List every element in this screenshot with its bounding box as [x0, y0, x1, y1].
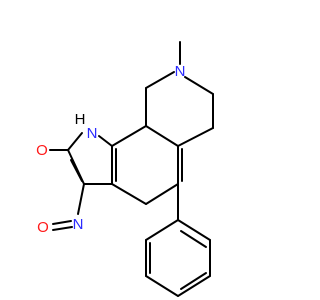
bond [98, 135, 113, 147]
bond [184, 76, 214, 95]
atom-nh-h: H [75, 111, 86, 128]
bond [145, 71, 175, 89]
bond [111, 125, 147, 147]
bond-double [70, 159, 83, 182]
bond [77, 183, 85, 215]
bond [111, 183, 147, 205]
bond [177, 275, 211, 297]
bond [145, 125, 179, 147]
bond-double [180, 272, 207, 290]
bond-double [52, 226, 73, 231]
atom-ring-n: N [175, 63, 186, 80]
bond-layer [49, 41, 214, 297]
atom-nitroso-o: O [37, 219, 49, 236]
bond [177, 219, 211, 241]
molecule-structure: H N O N N O [36, 41, 214, 297]
atom-oh-o: O [36, 142, 48, 159]
bond [145, 183, 179, 205]
bond [52, 220, 72, 225]
bond [67, 132, 83, 151]
atom-nitroso-n: N [73, 216, 84, 233]
bond [145, 275, 179, 297]
bond [177, 127, 214, 147]
bond-double [180, 230, 207, 248]
bond [145, 219, 179, 241]
structure-canvas: H N O N N O [36, 41, 214, 297]
atom-labels: H N O N N O [36, 63, 185, 236]
atom-nh-n: N [87, 125, 98, 142]
